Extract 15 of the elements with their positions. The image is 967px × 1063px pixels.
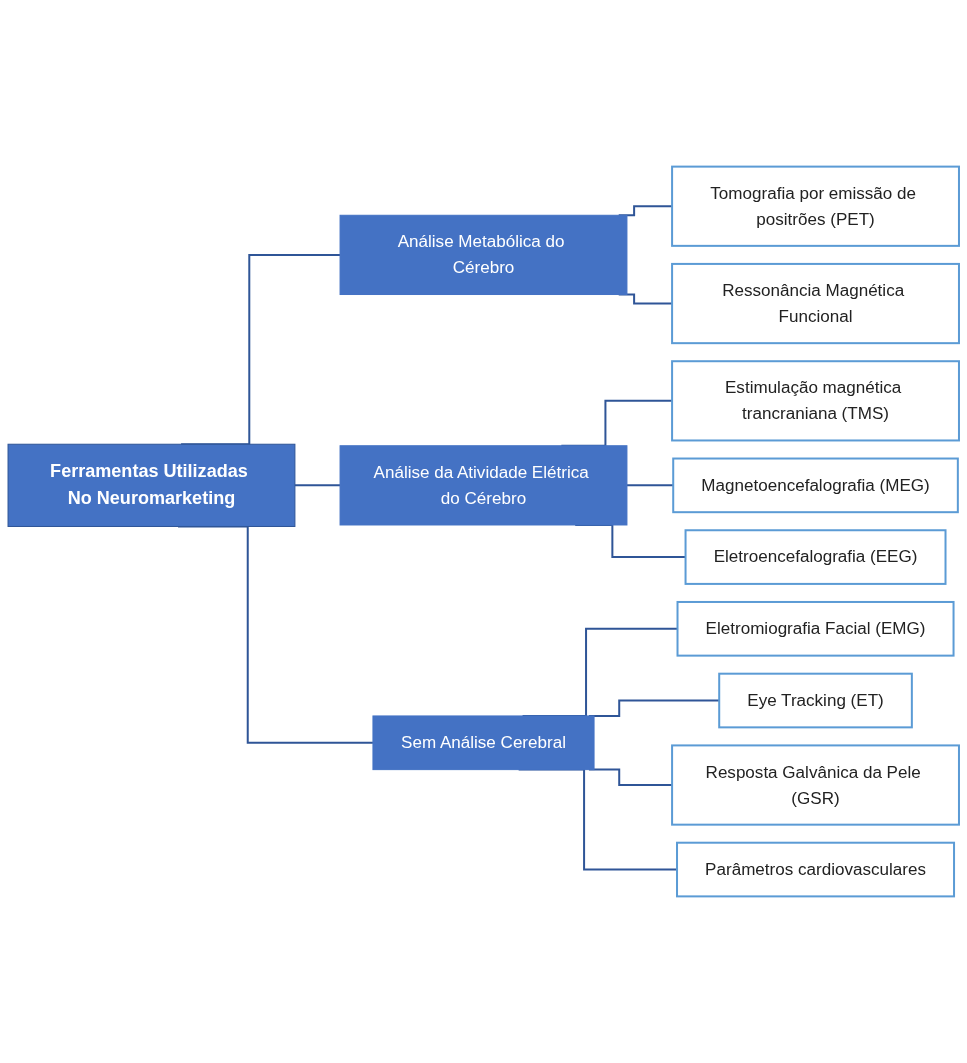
- node-box: Magnetoencefalografia (MEG): [672, 457, 959, 514]
- node-box: Tomografia por emissão de positrões (PET): [671, 165, 960, 247]
- node-box: Análise da Atividade Elétrica do Cérebro: [339, 445, 628, 526]
- node-box: Sem Análise Cerebral: [372, 715, 595, 771]
- node-box: Ferramentas Utilizadas No Neuromarketing: [7, 443, 296, 527]
- node-box: Ressonância Magnética Funcional: [671, 262, 960, 345]
- connector: [626, 484, 674, 487]
- node-box: Parâmetros cardiovasculares: [676, 841, 956, 898]
- node-box: Eletroencefalografia (EEG): [684, 529, 947, 585]
- node-box: Estimulação magnética trancraniana (TMS): [671, 360, 960, 442]
- node-box: Análise Metabólica do Cérebro: [339, 214, 628, 295]
- connector: [294, 484, 341, 487]
- node-box: Eye Tracking (ET): [718, 672, 913, 729]
- node-box: Resposta Galvânica da Pele (GSR): [671, 744, 960, 826]
- node-box: Eletromiografia Facial (EMG): [676, 600, 955, 657]
